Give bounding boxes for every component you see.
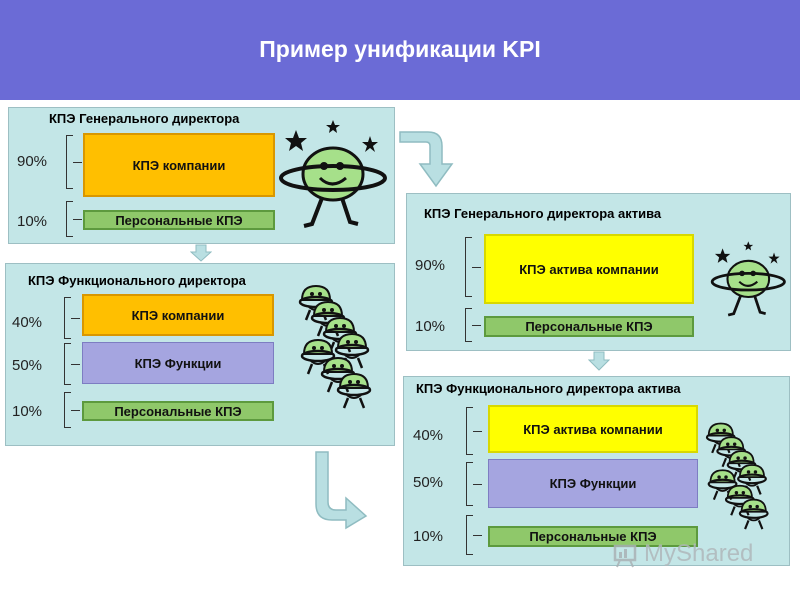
percent-label: 90% [17, 153, 48, 170]
kpi-personal-box: Персональные КПЭ [82, 401, 274, 421]
kpi-label: Персональные КПЭ [114, 403, 242, 419]
kpi-label: Персональные КПЭ [529, 529, 657, 544]
bracket [66, 201, 82, 237]
bracket [466, 515, 482, 555]
slide-title: Пример унификации KPI [259, 36, 541, 62]
kpi-asset-box: КПЭ актива компании [488, 405, 698, 453]
down-arrow-icon [588, 351, 610, 371]
watermark-text: MyShared [644, 540, 754, 567]
kpi-personal-box: Персональные КПЭ [484, 316, 694, 337]
percent-label: 10% [12, 403, 43, 420]
kpi-function-box: КПЭ Функции [82, 342, 274, 384]
panel-title: КПЭ Генерального директора актива [424, 206, 662, 221]
kpi-label: КПЭ Функции [134, 355, 222, 371]
percent-label: 50% [413, 474, 444, 491]
director-cartoon-icon [279, 120, 387, 228]
percent-label: 10% [413, 528, 444, 545]
bracket [64, 392, 80, 428]
kpi-label: Персональные КПЭ [525, 319, 653, 334]
team-cartoon-icon [705, 422, 769, 531]
bracket [64, 343, 80, 385]
bracket [465, 308, 481, 342]
panel-general-director-asset: КПЭ Генерального директора актива 90% КП… [406, 193, 791, 351]
team-cartoon-icon [298, 284, 372, 410]
title-banner: Пример унификации KPI [0, 0, 800, 100]
panel-title: КПЭ Генерального директора [49, 111, 240, 126]
bracket [66, 135, 82, 189]
kpi-personal-box: Персональные КПЭ [83, 210, 275, 230]
kpi-asset-box: КПЭ актива компании [484, 234, 694, 304]
bracket [64, 297, 80, 339]
percent-label: 40% [413, 427, 444, 444]
director-cartoon-icon [710, 241, 786, 317]
kpi-label: КПЭ актива компании [523, 421, 663, 437]
bracket [466, 462, 482, 506]
kpi-label: Персональные КПЭ [115, 212, 243, 228]
kpi-label: КПЭ Функции [549, 476, 637, 491]
percent-label: 40% [12, 314, 43, 331]
kpi-company-box: КПЭ компании [83, 133, 275, 197]
kpi-personal-box: Персональные КПЭ [488, 526, 698, 547]
kpi-label: КПЭ компании [132, 157, 226, 173]
kpi-function-box: КПЭ Функции [488, 459, 698, 508]
percent-label: 50% [12, 357, 43, 374]
curved-arrow-icon [399, 131, 454, 188]
down-arrow-icon [190, 244, 212, 262]
bracket [465, 237, 481, 297]
panel-title: КПЭ Функционального директора [28, 273, 246, 288]
percent-label: 10% [17, 213, 48, 230]
curved-arrow-icon [315, 451, 368, 530]
kpi-company-box: КПЭ компании [82, 294, 274, 336]
kpi-label: КПЭ компании [131, 307, 225, 323]
kpi-label: КПЭ актива компании [519, 261, 659, 277]
panel-title: КПЭ Функционального директора актива [416, 381, 681, 396]
bracket [466, 407, 482, 455]
percent-label: 90% [415, 257, 446, 274]
watermark: MyShared [612, 540, 753, 568]
percent-label: 10% [415, 318, 446, 335]
presentation-icon [613, 544, 637, 568]
